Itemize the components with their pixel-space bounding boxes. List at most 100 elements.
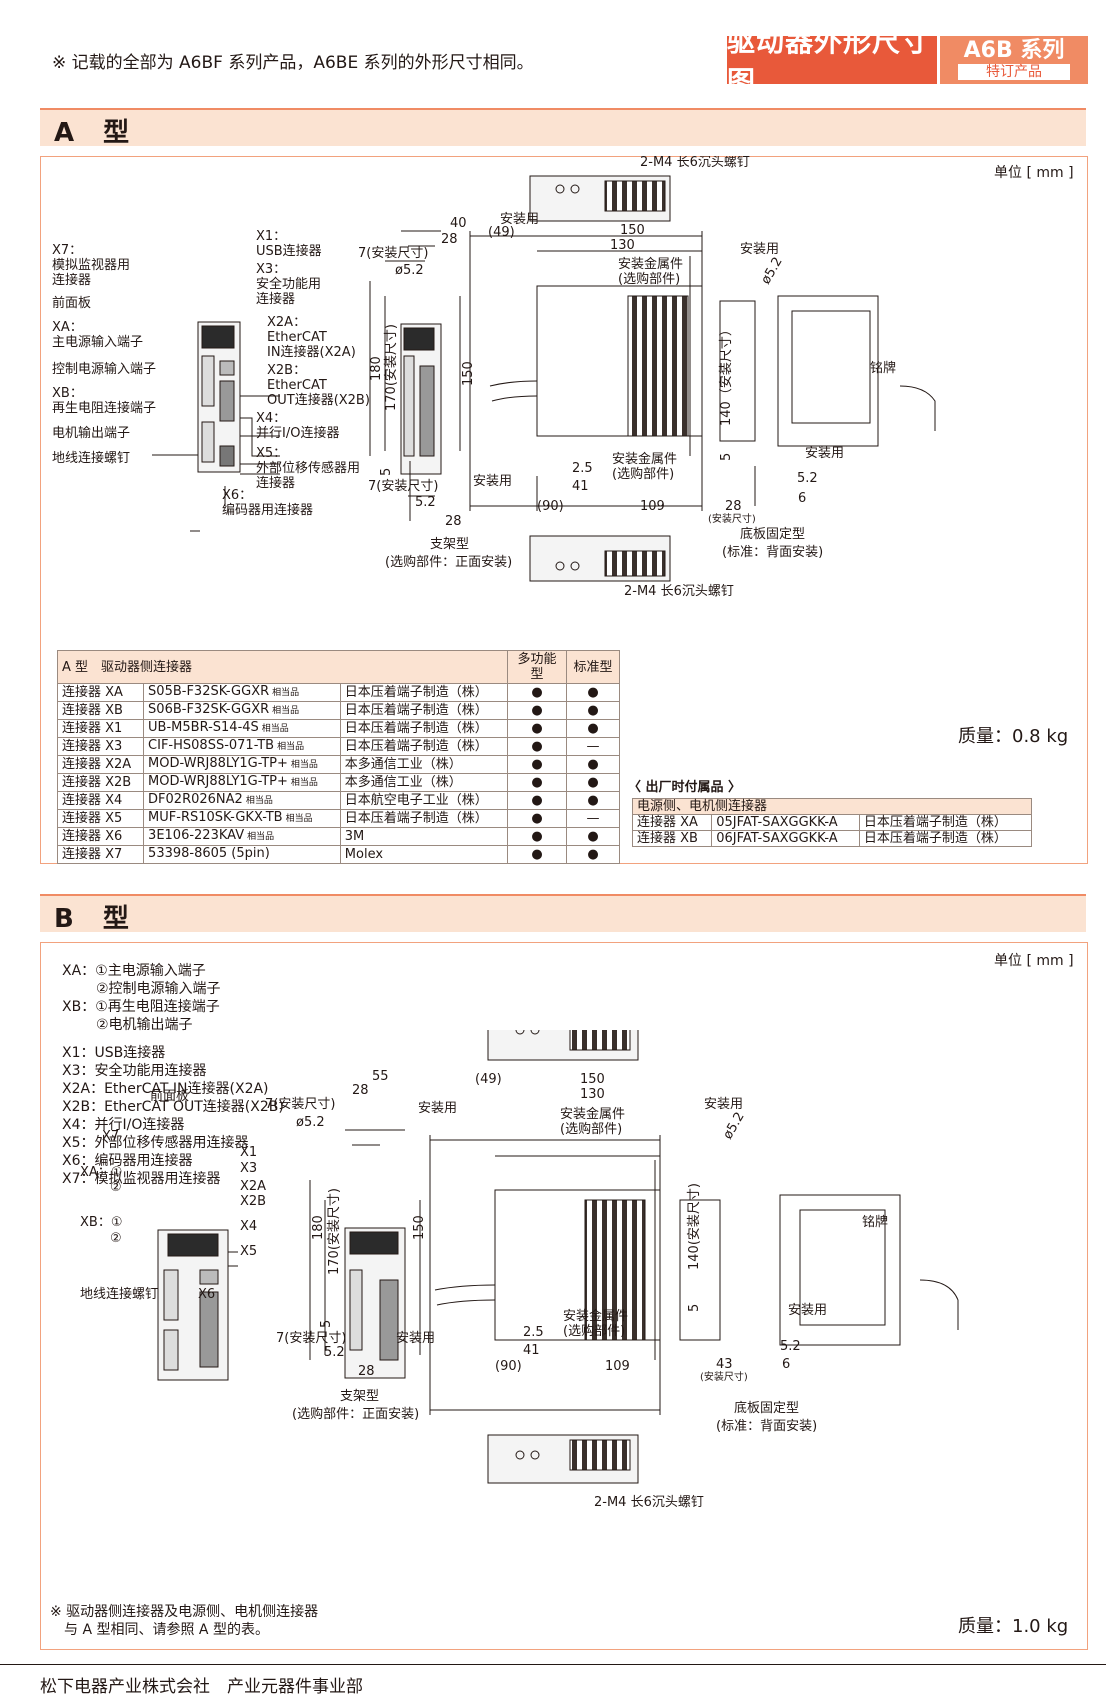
a-dim-140: 140（安装尺寸） (719, 323, 734, 426)
a-dim-170: 170(安装尺寸) (384, 324, 399, 411)
b-bracket1: 安装金属件 (560, 1106, 625, 1122)
b-label-front: 前面板 (150, 1088, 189, 1104)
a-label-x5-desc1: 外部位移传感器用 (256, 460, 360, 476)
a-label-xa-desc: 主电源输入端子 (52, 334, 143, 350)
legend-item: X7：模拟监视器用连接器 (62, 1171, 221, 1187)
a-nameplate: 铭牌 (870, 360, 896, 376)
connector-multi: ● (507, 701, 567, 720)
connector-multi: ● (507, 683, 567, 702)
page-title: 驱动器外形尺寸图 (727, 25, 937, 98)
a-dim-7: 7(安装尺寸) (358, 246, 428, 261)
a-label-x4: X4： (256, 411, 286, 426)
a-base1: 底板固定型 (740, 526, 805, 542)
a-label-x4-desc: 并行I/O连接器 (256, 425, 339, 441)
connector-std: ● (566, 701, 620, 720)
a-bracket1: 安装金属件 (618, 256, 683, 272)
b-label-mount2: 安装用 (704, 1097, 743, 1112)
b-dim-52b: 5.2 (780, 1339, 801, 1354)
a-label-mount4: 安装用 (473, 474, 512, 489)
connector-part-number: MUF-RS10SK-GKX-TB (148, 810, 283, 825)
connector-part-number: MOD-WRJ88LY1G-TP+ (148, 774, 288, 789)
connector-equivalent: 相当品 (290, 778, 318, 788)
a-dim-109: 109 (640, 499, 665, 514)
connector-name: 连接器 X5 (56, 809, 145, 828)
footer-divider (0, 1664, 1106, 1665)
section-b-heading: B 型 (40, 894, 1086, 934)
a-label-x3: X3： (256, 262, 286, 277)
a-label-ground: 地线连接螺钉 (52, 450, 130, 466)
connector-multi: ● (507, 809, 567, 828)
connector-equivalent: 相当品 (245, 796, 273, 806)
connector-equivalent: 相当品 (272, 688, 300, 698)
connector-equivalent: 相当品 (247, 832, 275, 842)
section-b-mass: 质量：1.0 kg (958, 1616, 1069, 1637)
b-dim-140: 140(安装尺寸) (687, 1183, 702, 1270)
connector-std: — (566, 737, 620, 756)
a-label-x3-desc2: 连接器 (256, 291, 295, 307)
connector-std: ● (566, 827, 620, 846)
connector-multi: ● (507, 719, 567, 738)
b-dim-28b: 28 (358, 1364, 375, 1379)
connector-maker: 日本压着端子制造（株） (339, 737, 509, 756)
legend-item: X3：安全功能用连接器 (62, 1063, 207, 1079)
connector-maker: 3M (339, 827, 509, 846)
connector-equivalent: 相当品 (261, 724, 289, 734)
a-dim-130: 130 (610, 238, 635, 253)
series-badge: A6B 系列 特订产品 (940, 36, 1088, 84)
connector-part-number: UB-M5BR-S14-4S (148, 720, 259, 735)
legend-item: X6：编码器用连接器 (62, 1153, 193, 1169)
a-base2: (标准：背面安装) (722, 545, 823, 560)
b-base1: 底板固定型 (734, 1400, 799, 1416)
a-dim-28c: (安装尺寸) (708, 512, 756, 525)
b-dim-41: 41 (523, 1343, 540, 1358)
connector-table-title: A 型 驱动器侧连接器 (57, 650, 508, 684)
b-dim-55: 55 (372, 1069, 389, 1084)
a-label-x3-desc1: 安全功能用 (256, 276, 321, 292)
a-dim-52: ø5.2 (395, 263, 424, 278)
connector-name: 连接器 XB (56, 701, 145, 720)
connector-equivalent: 相当品 (285, 814, 313, 824)
b-dim-170: 170(安装尺寸) (327, 1188, 342, 1275)
legend-item: X1：USB连接器 (62, 1045, 166, 1061)
b-bracket2: (选购部件) (560, 1121, 622, 1137)
a-label-x5: X5： (256, 446, 286, 461)
section-b-panel (40, 942, 1088, 1650)
a-dim-40: 40 (450, 216, 467, 231)
b-label-xb2: ② (110, 1231, 122, 1246)
connector-std: — (566, 809, 620, 828)
legend-item: X5：外部位移传感器用连接器 (62, 1135, 249, 1151)
connector-maker: 本多通信工业（株） (339, 773, 509, 792)
b-dim-28: 28 (352, 1083, 369, 1098)
a-rack1: 支架型 (430, 537, 469, 552)
b-base2: (标准：背面安装) (716, 1419, 817, 1434)
connector-std: ● (566, 791, 620, 810)
a-rack2: (选购部件：正面安装) (385, 554, 512, 570)
b-rack2: (选购部件：正面安装) (292, 1406, 419, 1422)
a-label-screw-bottom: 2-M4 长6沉头螺钉 (624, 584, 734, 599)
a-bracket2b: (选购部件) (612, 466, 674, 482)
b-label-xa2: ② (110, 1180, 122, 1195)
legend-item: ②电机输出端子 (96, 1017, 193, 1033)
a-label-front: 前面板 (52, 295, 91, 311)
b-label-x5: X5 (240, 1244, 257, 1259)
b-dim-52c: ø5.2 (720, 1110, 747, 1142)
section-b-note1: ※ 驱动器侧连接器及电源侧、电机侧连接器 (50, 1604, 319, 1620)
connector-multi: ● (507, 773, 567, 792)
legend-item: X4：并行I/O连接器 (62, 1117, 185, 1133)
connector-part-number: 53398-8605 (5pin) (148, 846, 270, 861)
b-label-mount1: 安装用 (418, 1101, 457, 1116)
section-b-title: B 型 (54, 904, 139, 934)
b-label-mount4: 安装用 (396, 1331, 435, 1346)
a-label-x7: X7： (52, 243, 82, 258)
accessory-part: 06JFAT-SAXGGKK-A (711, 830, 860, 847)
connector-equivalent: 相当品 (272, 706, 300, 716)
b-dim-90: (90) (495, 1359, 522, 1374)
a-label-x7-desc2: 连接器 (52, 272, 91, 288)
a-label-mount2: 安装用 (740, 242, 779, 257)
section-b-drawing: 前面板 X7 XA：① ② XB：① ② X1 X3 X2A X2B X4 X5… (80, 1030, 959, 1510)
a-label-x7-desc1: 模拟监视器用 (52, 258, 130, 273)
a-dim-49: (49) (488, 225, 515, 240)
